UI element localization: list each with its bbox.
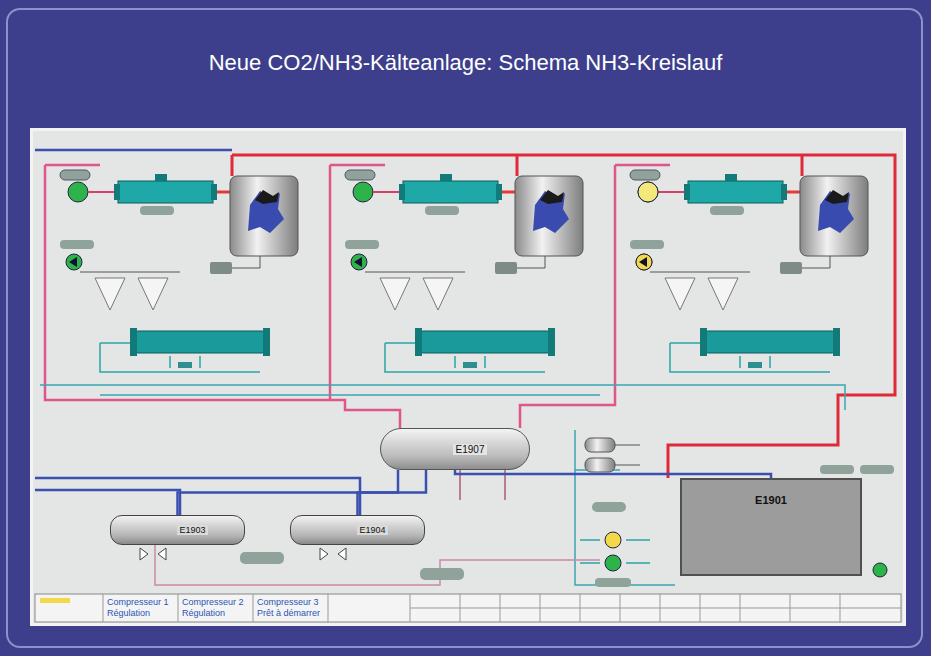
status-cell: Compresseur 3 <box>257 597 319 607</box>
vessel-label: E1903 <box>177 525 207 535</box>
vessel-label: E1904 <box>357 525 387 535</box>
receiver-vessel: E1904 <box>290 515 425 545</box>
status-cell: Compresseur 1 <box>107 597 169 607</box>
status-cell: Régulation <box>182 608 225 618</box>
pipe-line <box>455 470 771 478</box>
vessel-label: E1901 <box>755 494 787 506</box>
slide-title: Neue CO2/NH3-Kälteanlage: Schema NH3-Kre… <box>0 50 931 76</box>
pipe-line <box>358 470 427 515</box>
vessel-label: E1907 <box>453 444 488 455</box>
condenser-unit: E1901 <box>680 478 862 576</box>
status-cell: Prêt à démarrer <box>257 608 320 618</box>
status-cell: Régulation <box>107 608 150 618</box>
receiver-vessel: E1903 <box>110 515 245 545</box>
status-cell: Compresseur 2 <box>182 597 244 607</box>
separator-drum: E1907 <box>380 428 530 470</box>
